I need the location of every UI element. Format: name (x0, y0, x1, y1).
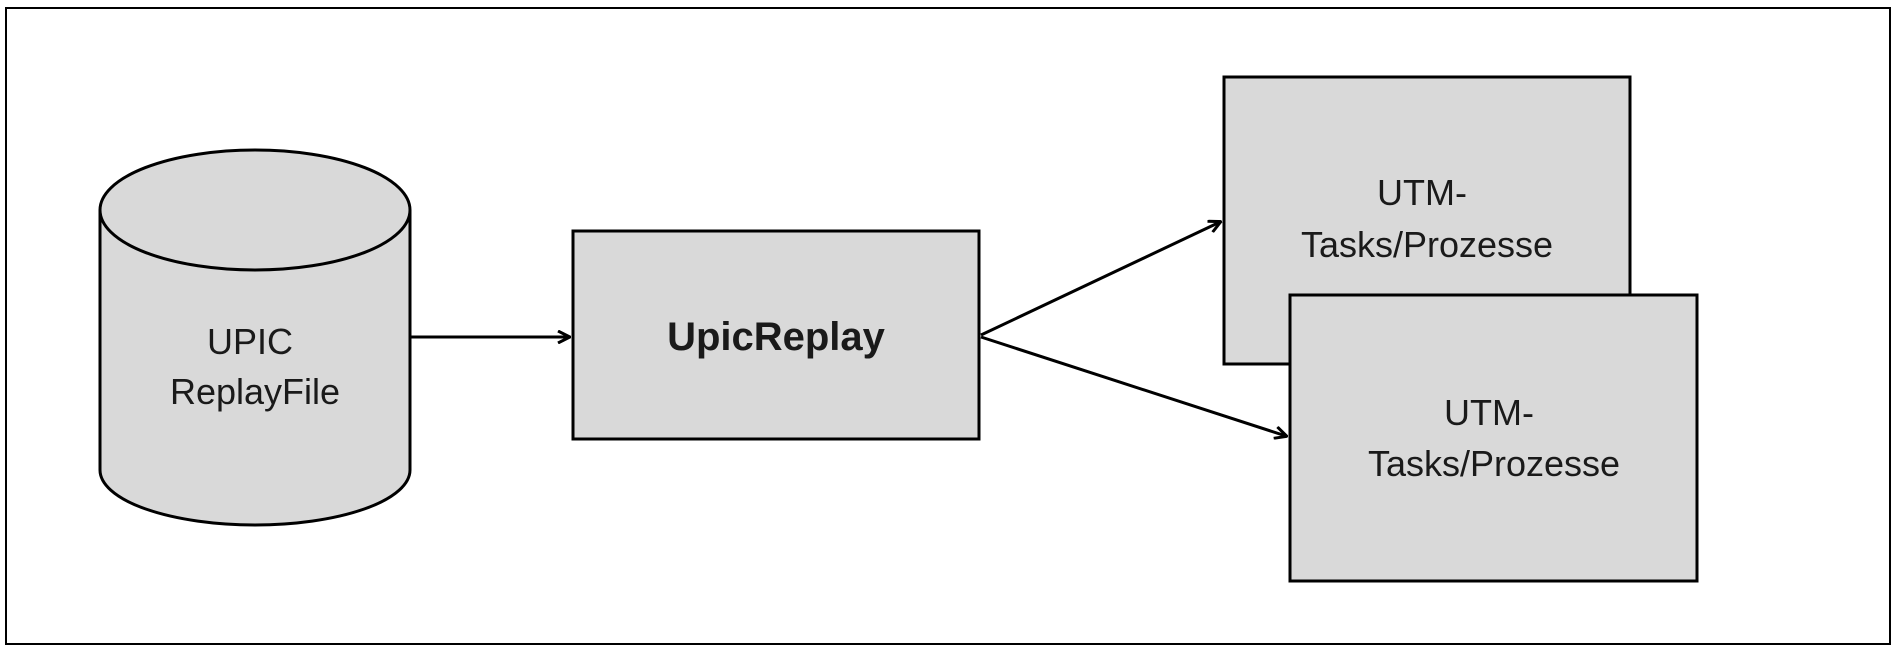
upic-replay-node: UpicReplay (571, 229, 981, 441)
cylinder-top (98, 148, 412, 272)
arrow-upicreplay-to-utm-front (980, 335, 1286, 436)
utm-front-label-line1: UTM- (1444, 392, 1534, 433)
svg-text:UPIC ReplayFile: UPIC ReplayFile (170, 321, 340, 412)
utm-front-box (1288, 293, 1699, 583)
replay-file-label-line1: UPIC (207, 321, 293, 362)
cylinder-body (98, 210, 412, 527)
replay-file-label-line2: ReplayFile (170, 371, 340, 412)
utm-front-label-line2: Tasks/Prozesse (1368, 443, 1620, 484)
replay-file-node: UPIC ReplayFile (98, 148, 412, 527)
upic-replay-label: UpicReplay (667, 315, 886, 359)
utm-back-label-line2: Tasks/Prozesse (1301, 224, 1553, 265)
utm-back-label-line1: UTM- (1377, 172, 1467, 213)
arrow-upicreplay-to-utm-back (980, 222, 1220, 337)
svg-text:UTM- Tasks/Prozesse: UTM- Tasks/Prozesse (1301, 172, 1553, 265)
upic-replay-box (571, 229, 981, 441)
utm-tasks-node-front: UTM- Tasks/Prozesse (1288, 293, 1699, 583)
svg-text:UTM- Tasks/Prozesse: UTM- Tasks/Prozesse (1368, 392, 1620, 484)
